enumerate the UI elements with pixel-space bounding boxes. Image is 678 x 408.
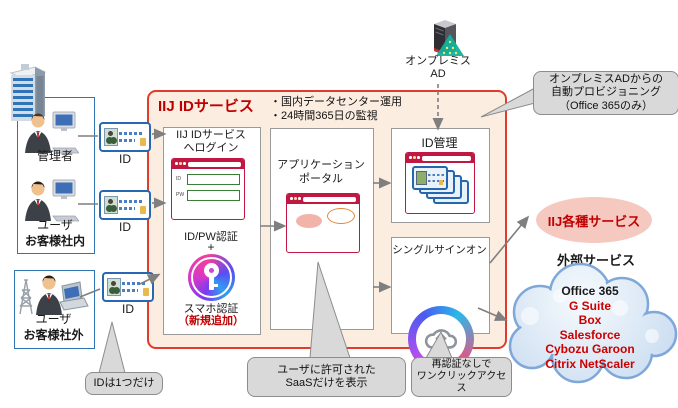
login-title: IIJ IDサービス へログイン [163,129,259,155]
admin-user-icon [23,110,80,159]
login-title-line1: IIJ IDサービス [176,129,246,141]
key-notch [209,284,218,287]
internal-user-icon [23,178,80,227]
external-group-box [14,270,95,349]
card-photo [104,128,118,146]
onprem-ad-label: オンプレミス AD [398,55,478,81]
id-mgmt-browser-icon [405,152,475,214]
browser-dots-icon [409,156,412,159]
card-text-line [428,180,444,182]
external-user-label: ユーザ [35,312,72,326]
id-card-icon [99,190,151,220]
stacked-id-card-front [412,166,448,190]
cloud-service-item: Citrix NetScaler [545,356,635,371]
key-stem [209,276,214,290]
oneclick-line2: ワンクリックアクセス [416,370,507,395]
cloud-service-item: Office 365 [561,284,619,298]
browser-dots-icon [290,197,293,200]
saas-display-callout: ユーザに許可された SaaSだけを表示 [247,357,406,397]
provisioning-callout: オンプレミスADからの 自動プロビジョニング （Office 365のみ） [533,71,678,115]
login-field2-label: PW [176,192,185,198]
id-label-2: ID [119,220,131,234]
browser-address-bar [422,155,471,161]
card-text-line [122,282,146,285]
cloud-service-item: Box [578,313,602,327]
auth-new-note: （新規追加） [178,315,244,327]
card-chip [143,288,149,296]
provisioning-line3: （Office 365のみ） [559,99,653,112]
card-text-line [119,139,135,142]
bullet-datacenter: ・国内データセンター運用 [270,96,402,108]
auth-plus: + [207,240,215,254]
oneclick-line1: 再認証なしで [431,358,492,370]
card-text-line [119,200,143,203]
onprem-label-line2: AD [430,68,446,80]
portal-title-line2: ポータル [299,173,343,185]
auth-smartphone-label: スマホ認証 [183,303,239,315]
internal-user-label: ユーザ [37,218,73,232]
external-user-icon [16,274,90,321]
login-browser-icon: ID PW [171,158,245,220]
one-id-text: IDは1つだけ [93,376,155,389]
card-photo [107,278,121,296]
card-text-line [119,132,143,135]
card-chip [439,180,443,185]
bullet-monitoring: ・24時間365日の監視 [270,110,378,122]
internal-group-label: お客様社内 [24,234,85,248]
card-chip [140,138,146,146]
browser-titlebar [172,159,244,169]
card-photo [104,196,118,214]
provisioning-line1: オンプレミスADからの [549,72,663,85]
cloud-service-list: Office 365 G Suite Box Salesforce Cybozu… [507,284,673,371]
onprem-label-line1: オンプレミス [405,55,471,67]
iij-service-title: IIJ IDサービス [158,98,254,115]
smartphone-auth-icon [188,254,235,301]
id-label-3: ID [122,302,134,316]
browser-titlebar [406,153,474,163]
portal-browser-icon [286,193,360,253]
admin-label: 管理者 [36,149,73,163]
iij-service-bullets: ・国内データセンター運用 ・24時間365日の監視 [270,95,402,123]
onprem-ad-server-icon [426,18,466,63]
oneclick-callout: 再認証なしで ワンクリックアクセス [411,357,512,397]
iij-services-ellipse: IIJ各種サービス [536,197,652,243]
id-label-1: ID [119,152,131,166]
login-field1-label: ID [176,176,181,182]
internal-group-box [17,97,95,254]
login-field2-input [187,190,240,201]
login-title-line2: へログイン [183,142,239,154]
id-card-icon [102,272,154,302]
card-text-line [428,174,444,176]
browser-address-bar [188,161,241,167]
building-icon [5,63,49,130]
external-services-cloud [502,260,678,389]
key-hole [209,268,214,273]
cloud-service-item: G Suite [568,298,611,313]
auth-pw-label: ID/PW認証 [184,231,238,243]
portal-title-line1: アプリケーション [277,159,365,171]
portal-title: アプリケーション ポータル [270,158,372,186]
id-card-icon [99,122,151,152]
login-field1-input [187,174,240,185]
external-group-label: お客様社外 [23,328,84,342]
card-chip [140,206,146,214]
one-id-callout: IDは1つだけ [85,372,163,395]
id-mgmt-title: ID管理 [421,136,458,150]
portal-orange-tile [327,208,355,224]
cloud-upload-glyph [424,329,458,349]
card-text-line [119,207,135,210]
saas-line1: ユーザに許可された [277,363,376,376]
card-photo [416,171,427,185]
cloud-service-item: Salesforce [559,327,621,342]
portal-pink-tile [296,214,322,228]
saas-line2: SaaSだけを表示 [285,377,368,389]
tail-oneid-callout [98,321,126,374]
provisioning-line2: 自動プロビジョニング [551,86,661,99]
sso-title: シングルサインオン [392,244,487,256]
browser-address-bar [303,196,356,202]
browser-titlebar [287,194,359,204]
card-text-line [122,289,138,292]
cloud-service-item: Cybozu Garoon [545,342,635,356]
browser-dots-icon [175,162,178,165]
